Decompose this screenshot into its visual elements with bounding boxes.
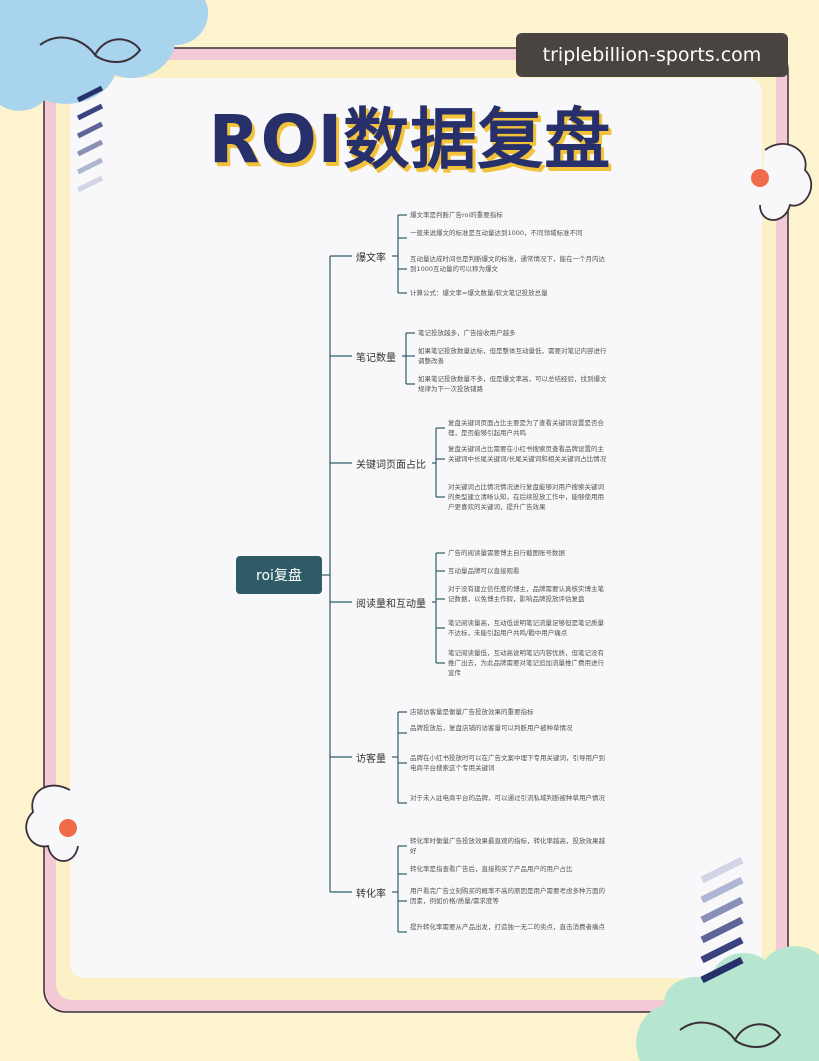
mindmap-leaf: 笔记投放越多，广告接收用户越多 <box>418 329 516 337</box>
mindmap-leaf: 复盘关键词占比需要在小红书搜索页查看品牌设置的主关键词中长尾关键词/长尾关键词和… <box>448 445 607 463</box>
mindmap-leaf: 对于没有建立信任度的博主，品牌需要认真核实博主笔记数据，以免博主作假，影响品牌投… <box>448 585 604 603</box>
mindmap-leaf: 广告的阅读量需要博主自行截图账号数据 <box>448 549 565 557</box>
mindmap-leaf: 复盘关键词页面占比主要是为了查看关键词设置是否合理，是否能够引起用户共鸣 <box>448 419 604 437</box>
watermark-label: triplebillion-sports.com <box>516 33 788 77</box>
cloud-top-left <box>0 0 209 111</box>
mindmap-leaf: 笔记阅读量低，互动高说明笔记内容优质，但笔记没有推广出去，为此品牌需要对笔记追加… <box>448 649 604 677</box>
mindmap-leaf: 店铺访客量是衡量广告投放效果的重要指标 <box>410 708 534 716</box>
mindmap-leaf: 计算公式：爆文率=爆文数量/软文笔记投放总量 <box>410 289 548 297</box>
stripes-left <box>76 85 104 193</box>
mindmap-connectors <box>322 214 445 933</box>
flower-right-top <box>751 143 813 221</box>
mindmap-branch: 爆文率 <box>356 253 386 264</box>
page-title: ROI数据复盘 <box>208 101 612 178</box>
mindmap-branch: 访客量 <box>356 754 386 765</box>
mindmap-branch: 阅读量和互动量 <box>356 599 426 610</box>
flower-left-bottom <box>25 784 79 862</box>
mindmap-leaf: 互动量品牌可以直接观看 <box>448 567 520 575</box>
mindmap-leaf: 提升转化率需要从产品出发，打造独一无二的卖点，直击消费者痛点 <box>410 923 605 931</box>
paper <box>70 78 762 978</box>
mindmap-branch: 转化率 <box>356 889 386 900</box>
mindmap-leaf: 转化率是指查看广告后，直接购买了产品用户的用户占比 <box>410 865 573 873</box>
mindmap-leaf: 用户看完广告立刻购买的概率不高的原因是用户需要考虑多种方面的因素，例如价格/质量… <box>410 887 605 905</box>
mindmap-leaf: 对关键词占比情况情况进行复盘能够对用户搜索关键词的类型建立清晰认知，在后续投放工… <box>448 483 604 511</box>
mindmap-branch: 笔记数量 <box>356 353 396 364</box>
mindmap-leaf: 互动量达成时间也是判断爆文的标准，通常情况下，能在一个月内达到1000互动量的可… <box>410 255 605 273</box>
stripes-right <box>700 856 744 984</box>
mindmap-leaf: 如果笔记投放数量不多，但是爆文率高，可以总结经验，找到爆文规律为下一次投放铺路 <box>418 375 607 393</box>
mindmap-leaf: 转化率时衡量广告投放效果最直观的指标，转化率越高，投放效果越好 <box>410 837 605 855</box>
squiggle-bottom-right <box>679 1021 782 1048</box>
cloud-bottom-right <box>636 946 819 1061</box>
mindmap-branch: 关键词页面占比 <box>356 460 426 471</box>
mindmap-root: roi复盘 <box>236 556 322 594</box>
mindmap-leaf: 爆文率是判断广告roi的重要指标 <box>410 211 503 219</box>
mindmap-leaf: 一般来说爆文的标准是互动量达到1000，不同领域标准不同 <box>410 229 583 237</box>
mindmap-leaf: 如果笔记投放数量达标，但是整体互动量低，需要对笔记内容进行调整改善 <box>418 347 607 365</box>
squiggle-top-left <box>39 36 142 63</box>
mindmap-leaf: 笔记阅读量高，互动低说明笔记流量足够但是笔记质量不达标，未能引起用户共鸣/戳中用… <box>448 619 604 637</box>
mindmap-leaf: 品牌投放后，复盘店铺的访客量可以判断用户被种草情况 <box>410 724 573 732</box>
mindmap-leaf: 品牌在小红书投放时可以在广告文案中埋下专用关键词，引导用户到电商平台搜索这个专用… <box>410 754 605 772</box>
mindmap-leaf: 对于未入驻电商平台的品牌，可以通过引流私域判断被种草用户情况 <box>410 794 605 802</box>
